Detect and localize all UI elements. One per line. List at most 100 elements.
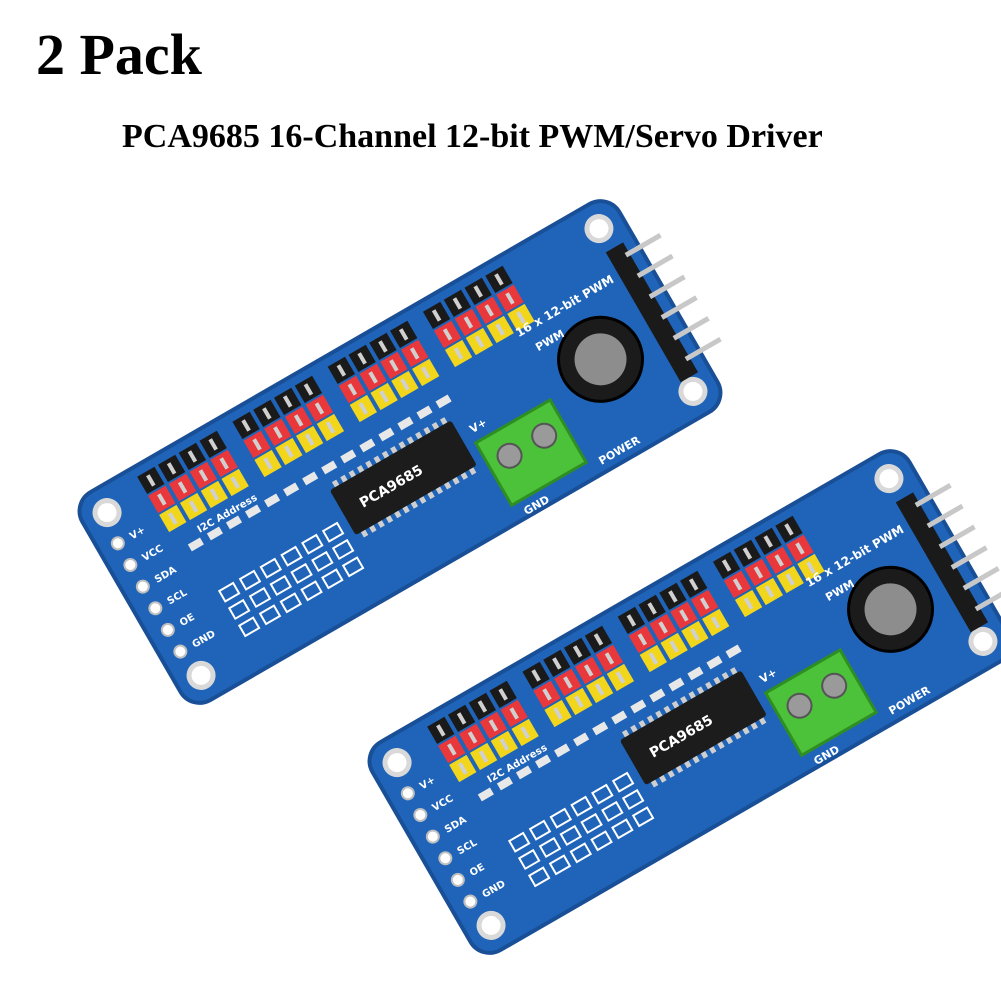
- pca9685-chip: [620, 671, 766, 785]
- chip-pin: [688, 691, 696, 699]
- chip-pin: [348, 469, 356, 478]
- mounting-hole: [92, 498, 122, 528]
- chip-pin: [331, 479, 340, 488]
- servo-pin: [467, 731, 478, 744]
- servo-pin: [626, 614, 637, 627]
- resistor: [477, 787, 494, 802]
- resistor: [416, 405, 433, 420]
- chip-pin: [377, 520, 385, 528]
- resistor: [264, 493, 281, 508]
- pin-pad: [123, 557, 138, 572]
- servo-pin: [282, 395, 293, 408]
- servo-pin: [303, 383, 314, 396]
- address-jumper-pad: [590, 830, 613, 852]
- address-jumper-pad: [331, 538, 355, 561]
- resistor: [321, 460, 338, 475]
- servo-pin: [648, 652, 659, 665]
- power-terminal: [763, 647, 879, 758]
- address-jumper-pad: [580, 812, 603, 835]
- chip-pin: [655, 710, 663, 719]
- resistor: [187, 537, 204, 552]
- mounting-hole: [186, 660, 216, 690]
- resistor: [378, 427, 395, 442]
- servo-pin: [379, 390, 389, 403]
- resistor: [725, 644, 742, 659]
- chip-pin: [431, 421, 440, 430]
- terminal-screw: [821, 672, 848, 699]
- pin-pad: [425, 829, 440, 844]
- chip-pin: [435, 486, 444, 495]
- address-jumper-pad: [258, 604, 282, 626]
- chip-pin: [385, 515, 394, 524]
- servo-pin: [764, 585, 775, 598]
- address-jumper-pad: [238, 569, 262, 591]
- servo-pin: [531, 669, 541, 682]
- mounting-hole: [968, 626, 998, 656]
- servo-pin: [509, 707, 519, 720]
- servo-pin: [647, 602, 657, 615]
- servo-pin: [552, 657, 562, 670]
- power-terminal: [473, 397, 589, 508]
- chip-pin: [729, 667, 738, 675]
- servo-pin: [774, 554, 784, 567]
- chip-pin: [700, 751, 709, 759]
- header-pin: [684, 336, 722, 362]
- pin-pad: [450, 872, 465, 887]
- pin-pad: [135, 579, 150, 594]
- address-jumper-pad: [269, 574, 293, 597]
- chip-pin: [717, 741, 725, 750]
- servo-pin: [763, 535, 773, 548]
- servo-pin: [710, 616, 721, 629]
- servo-pin: [495, 323, 505, 336]
- servo-pin: [452, 297, 463, 310]
- servo-pin: [168, 512, 178, 525]
- servo-pin: [679, 609, 689, 622]
- chip-pin: [460, 472, 469, 480]
- chip-pin: [713, 676, 721, 685]
- resistor: [649, 688, 666, 703]
- servo-pin: [198, 469, 209, 482]
- pin-pad: [463, 894, 478, 909]
- chip-pin: [630, 724, 638, 733]
- terminal-screw: [786, 692, 813, 719]
- servo-pin: [368, 371, 378, 384]
- chip-pin: [423, 426, 431, 435]
- address-jumper-pad: [290, 562, 313, 585]
- header-pin: [926, 503, 964, 529]
- address-jumper-pad: [601, 800, 624, 823]
- servo-pin: [447, 743, 457, 756]
- chip-pin: [725, 736, 734, 745]
- address-jumper-pad: [279, 592, 303, 614]
- capacitor-top: [574, 333, 627, 386]
- header-pin: [950, 545, 988, 570]
- address-jumper-pad: [549, 807, 573, 829]
- address-jumper-pad: [301, 533, 324, 555]
- servo-pin: [488, 719, 499, 732]
- servo-pin: [400, 378, 410, 391]
- chip-pin: [742, 727, 750, 735]
- servo-pin: [572, 645, 583, 658]
- servo-pin: [473, 285, 483, 298]
- address-jumper-pad: [611, 771, 635, 793]
- servo-pin: [347, 383, 358, 396]
- address-jumper-pad: [259, 557, 283, 579]
- servo-pin: [516, 311, 526, 324]
- header-pin: [974, 586, 1001, 612]
- chip-pin: [646, 715, 655, 723]
- servo-pin: [688, 578, 699, 591]
- terminal-screw: [496, 442, 523, 469]
- chip-pin: [671, 700, 680, 709]
- resistor: [630, 699, 647, 714]
- servo-pin: [263, 457, 273, 470]
- chip-pin: [340, 474, 348, 483]
- mounting-hole: [584, 214, 614, 244]
- servo-pin: [398, 328, 409, 341]
- servo-pin: [637, 633, 648, 646]
- address-jumper-pad: [611, 818, 634, 840]
- chip-pin: [734, 731, 742, 740]
- page-title: 2 Pack: [36, 22, 202, 87]
- chip-pin: [692, 755, 700, 764]
